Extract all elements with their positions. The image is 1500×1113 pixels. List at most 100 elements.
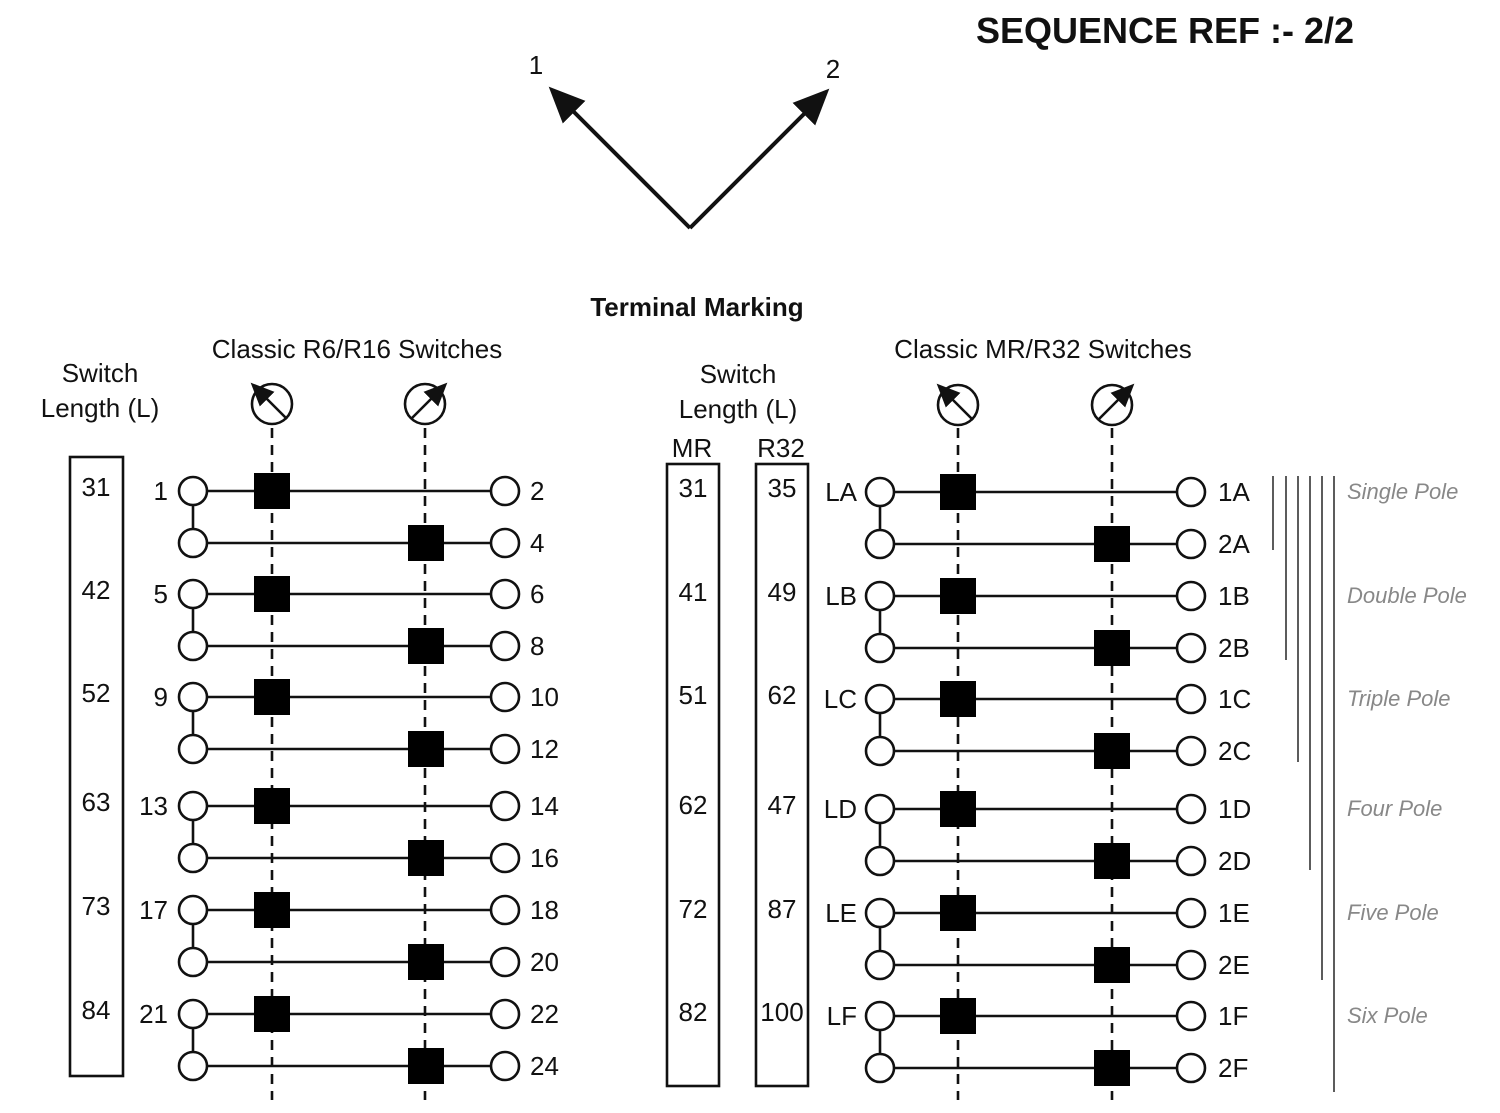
arrow-position-1: [548, 86, 692, 230]
switch-length-value: 73: [82, 891, 111, 921]
terminal: [489, 475, 521, 507]
terminal: [489, 681, 521, 713]
switch-length-value: 63: [82, 787, 111, 817]
terminal-out1-label: 6: [530, 579, 544, 609]
terminal: [489, 630, 521, 662]
pole-type-label: Four Pole: [1347, 796, 1442, 821]
terminal-in-label: LF: [827, 1001, 857, 1031]
terminal: [1175, 897, 1207, 929]
terminal: [177, 527, 209, 559]
contact-position-2: [1094, 733, 1130, 769]
terminal-out1-label: 1D: [1218, 794, 1251, 824]
left-pole-2: 5 6 8 42: [82, 575, 544, 664]
r32-column-label: R32: [757, 433, 805, 463]
right-length-label-line1: Switch: [700, 359, 777, 389]
terminal: [177, 946, 209, 978]
contact-position-1: [940, 474, 976, 510]
contact-position-1: [254, 996, 290, 1032]
terminal: [864, 735, 896, 767]
terminal: [1175, 528, 1207, 560]
r32-length-value: 100: [760, 997, 803, 1027]
terminal: [1175, 476, 1207, 508]
contact-position-2: [408, 525, 444, 561]
terminal-out1-label: 18: [530, 895, 559, 925]
terminal-out1-label: 1F: [1218, 1001, 1248, 1031]
terminal-in-label: LC: [824, 684, 857, 714]
contact-position-2: [408, 628, 444, 664]
pole-type-label: Five Pole: [1347, 900, 1439, 925]
terminal: [864, 683, 896, 715]
terminal-out1-label: 22: [530, 999, 559, 1029]
terminal-out2-label: 2D: [1218, 846, 1251, 876]
terminal: [1175, 580, 1207, 612]
terminal: [177, 733, 209, 765]
mr-length-box: [665, 462, 721, 1088]
terminal: [864, 949, 896, 981]
contact-position-1: [940, 681, 976, 717]
sequence-ref: SEQUENCE REF :- 2/2: [976, 10, 1354, 51]
contact-position-1: [254, 679, 290, 715]
terminal: [1175, 949, 1207, 981]
left-section-title: Classic R6/R16 Switches: [212, 334, 502, 364]
switch-length-value: 42: [82, 575, 111, 605]
terminal: [489, 946, 521, 978]
terminal-out2-label: 8: [530, 631, 544, 661]
r32-length-value: 87: [768, 894, 797, 924]
contact-position-2: [408, 840, 444, 876]
mr-length-value: 62: [679, 790, 708, 820]
terminal: [864, 1000, 896, 1032]
contact-position-2: [1094, 947, 1130, 983]
terminal-out2-label: 2E: [1218, 950, 1250, 980]
left-length-label-line2: Length (L): [41, 393, 160, 423]
position-2-label: 2: [826, 54, 840, 84]
terminal-out2-label: 16: [530, 843, 559, 873]
terminal: [177, 790, 209, 822]
pole-brackets: [1272, 476, 1335, 1092]
terminal-out2-label: 2C: [1218, 736, 1251, 766]
mr-column-label: MR: [672, 433, 712, 463]
switch-length-value: 31: [82, 472, 111, 502]
mr-length-value: 41: [679, 577, 708, 607]
mr-length-value: 31: [679, 473, 708, 503]
terminal: [1175, 632, 1207, 664]
contact-position-1: [940, 998, 976, 1034]
terminal: [489, 790, 521, 822]
pole-type-label: Double Pole: [1347, 583, 1467, 608]
terminal-in-label: 5: [154, 579, 168, 609]
terminal: [489, 527, 521, 559]
mr-length-value: 72: [679, 894, 708, 924]
contact-position-2: [1094, 630, 1130, 666]
r32-length-box: [754, 462, 810, 1088]
contact-position-1: [940, 791, 976, 827]
terminal-in-label: 9: [154, 682, 168, 712]
terminal: [177, 842, 209, 874]
contact-position-1: [254, 473, 290, 509]
terminal: [489, 998, 521, 1030]
terminal-in-label: 1: [154, 476, 168, 506]
terminal-marking-heading: Terminal Marking: [590, 292, 803, 322]
mr-length-value: 51: [679, 680, 708, 710]
left-position-1-symbol: [250, 382, 294, 426]
contact-position-1: [940, 895, 976, 931]
terminal: [864, 793, 896, 825]
terminal-out2-label: 12: [530, 734, 559, 764]
contact-position-1: [940, 578, 976, 614]
terminal: [177, 630, 209, 662]
terminal: [1175, 845, 1207, 877]
terminal-out2-label: 24: [530, 1051, 559, 1081]
left-length-label-line1: Switch: [62, 358, 139, 388]
terminal: [177, 681, 209, 713]
contact-position-2: [1094, 1050, 1130, 1086]
terminal: [489, 733, 521, 765]
terminal: [864, 580, 896, 612]
terminal: [177, 998, 209, 1030]
